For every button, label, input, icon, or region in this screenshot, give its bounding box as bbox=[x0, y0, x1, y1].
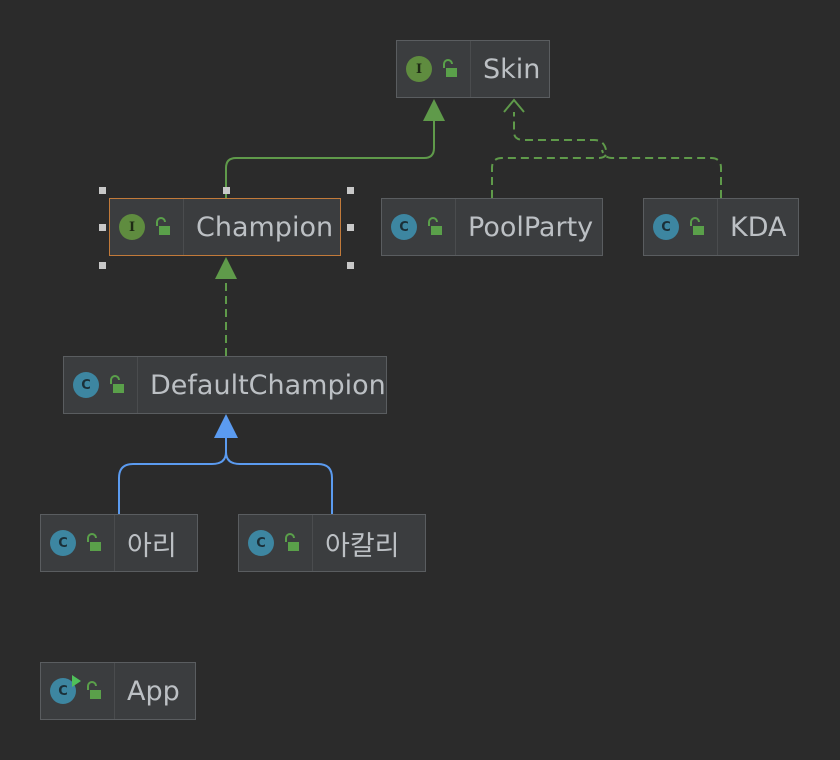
arrowhead-defaultchampion-extends bbox=[214, 414, 238, 438]
edge-kda-skin bbox=[601, 149, 722, 198]
selection-handle-mr[interactable] bbox=[347, 224, 354, 231]
selection-handle-tl[interactable] bbox=[99, 187, 106, 194]
interface-icon: I bbox=[119, 214, 145, 240]
edge-poolparty-skin bbox=[491, 112, 608, 198]
node-akali-icons: C bbox=[239, 515, 313, 571]
node-poolparty[interactable]: C PoolParty bbox=[381, 198, 603, 256]
node-app[interactable]: C App bbox=[40, 662, 196, 720]
class-icon: C bbox=[653, 214, 679, 240]
node-akali[interactable]: C 아칼리 bbox=[238, 514, 426, 572]
unlock-icon bbox=[87, 681, 101, 699]
run-icon bbox=[72, 675, 81, 687]
selection-handle-br[interactable] bbox=[347, 262, 354, 269]
class-icon: C bbox=[50, 530, 76, 556]
node-defaultchampion-label: DefaultChampion bbox=[150, 369, 386, 401]
class-letter: C bbox=[58, 683, 68, 699]
node-champion[interactable]: I Champion bbox=[109, 198, 341, 256]
edge-akali-defaultchampion bbox=[225, 451, 333, 514]
arrowhead-skin-extends bbox=[423, 99, 445, 121]
edge-champion-skin bbox=[225, 118, 435, 198]
selection-handle-bl[interactable] bbox=[99, 262, 106, 269]
arrowhead-champion-implements bbox=[215, 257, 237, 279]
node-app-label: App bbox=[127, 675, 180, 707]
node-akali-label: 아칼리 bbox=[325, 530, 400, 562]
unlock-icon bbox=[156, 217, 170, 235]
class-icon: C bbox=[391, 214, 417, 240]
node-ari-icons: C bbox=[41, 515, 115, 571]
node-kda[interactable]: C KDA bbox=[643, 198, 799, 256]
selection-handle-tr[interactable] bbox=[347, 187, 354, 194]
unlock-icon bbox=[428, 217, 442, 235]
class-icon: C bbox=[73, 372, 99, 398]
selection-handle-ml[interactable] bbox=[99, 224, 106, 231]
unlock-icon bbox=[87, 533, 101, 551]
unlock-icon bbox=[285, 533, 299, 551]
node-defaultchampion-icons: C bbox=[64, 357, 138, 413]
node-skin-icons: I bbox=[397, 41, 471, 97]
node-kda-label: KDA bbox=[730, 211, 787, 243]
interface-icon: I bbox=[406, 56, 432, 82]
node-ari[interactable]: C 아리 bbox=[40, 514, 198, 572]
node-defaultchampion[interactable]: C DefaultChampion bbox=[63, 356, 387, 414]
class-icon: C bbox=[248, 530, 274, 556]
node-ari-label: 아리 bbox=[127, 530, 177, 562]
node-app-icons: C bbox=[41, 663, 115, 719]
node-skin[interactable]: I Skin bbox=[396, 40, 550, 98]
arrowhead-skin-implements bbox=[503, 98, 525, 113]
node-poolparty-icons: C bbox=[382, 199, 456, 255]
runnable-class-icon: C bbox=[50, 675, 81, 704]
node-champion-icons: I bbox=[110, 199, 184, 255]
node-poolparty-label: PoolParty bbox=[468, 211, 594, 243]
node-champion-label: Champion bbox=[196, 211, 334, 243]
unlock-icon bbox=[443, 59, 457, 77]
selection-handle-tm[interactable] bbox=[223, 187, 230, 194]
unlock-icon bbox=[690, 217, 704, 235]
node-skin-label: Skin bbox=[483, 53, 541, 85]
edge-ari-defaultchampion bbox=[118, 436, 227, 514]
node-kda-icons: C bbox=[644, 199, 718, 255]
unlock-icon bbox=[110, 375, 124, 393]
